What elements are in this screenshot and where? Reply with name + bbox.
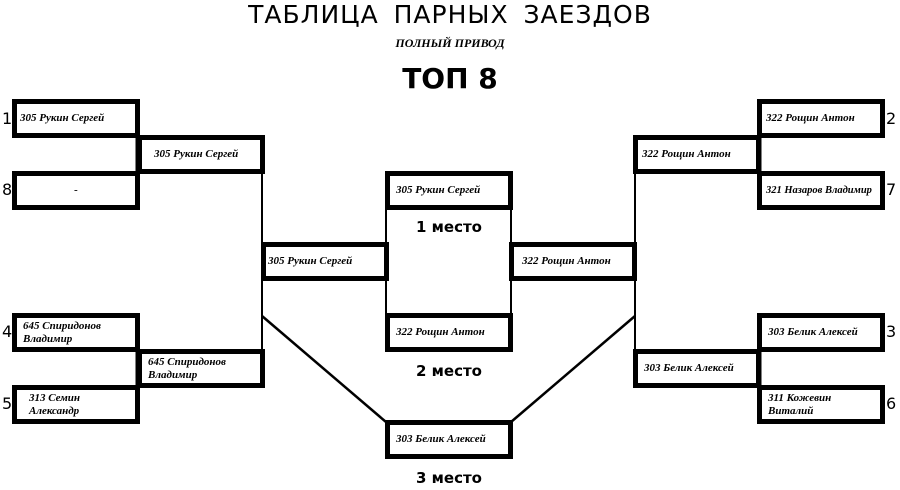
semifinal-box[interactable]: 322 Рощин Антон <box>509 242 637 281</box>
seed-number: 7 <box>886 180 897 199</box>
participant-name: 303 Белик Алексей <box>644 362 734 374</box>
participant-name: 322 Рощин Антон <box>522 255 611 267</box>
first-place-label: 1 место <box>416 218 482 236</box>
quarterfinal-box[interactable]: 305 Рукин Сергей <box>137 135 265 174</box>
participant-name: 322 Рощин Антон <box>396 326 485 338</box>
stage-heading: ТОП 8 <box>402 62 498 95</box>
participant-name: 311 Кожевин Виталий <box>768 391 832 417</box>
category-subtitle: ПОЛНЫЙ ПРИВОД <box>395 36 505 50</box>
first-place-box[interactable]: 305 Рукин Сергей <box>385 171 513 210</box>
connector <box>510 315 636 423</box>
participant-box[interactable]: - <box>12 171 140 210</box>
participant-name: 322 Рощин Антон <box>642 148 731 160</box>
seed-number: 8 <box>2 180 13 199</box>
participant-name: 303 Белик Алексей <box>396 433 486 445</box>
participant-name: 305 Рукин Сергей <box>268 255 353 267</box>
participant-name: 321 Назаров Владимир <box>766 185 872 196</box>
participant-name: 322 Рощин Антон <box>766 112 855 124</box>
seed-number: 2 <box>886 109 897 128</box>
participant-box[interactable]: 322 Рощин Антон <box>757 99 885 138</box>
participant-name: 305 Рукин Сергей <box>20 112 105 124</box>
participant-box[interactable]: 303 Белик Алексей <box>757 313 885 352</box>
quarterfinal-box[interactable]: 303 Белик Алексей <box>633 349 761 388</box>
participant-name: 645 Спиридонов Владимир <box>148 355 226 381</box>
participant-name: 305 Рукин Сергей <box>396 184 481 196</box>
third-place-label: 3 место <box>416 469 482 487</box>
seed-number: 1 <box>2 109 13 128</box>
seed-number: 5 <box>2 394 13 413</box>
participant-box[interactable]: 645 Спиридонов Владимир <box>12 313 140 352</box>
connector <box>261 315 387 423</box>
page-title: ТАБЛИЦА ПАРНЫХ ЗАЕЗДОВ <box>248 0 652 29</box>
third-place-box[interactable]: 303 Белик Алексей <box>385 420 513 459</box>
second-place-label: 2 место <box>416 362 482 380</box>
participant-name: 645 Спиридонов Владимир <box>23 319 101 345</box>
seed-number: 4 <box>2 322 13 341</box>
participant-name: 303 Белик Алексей <box>768 326 858 338</box>
quarterfinal-box[interactable]: 322 Рощин Антон <box>633 135 761 174</box>
participant-box[interactable]: 305 Рукин Сергей <box>12 99 140 138</box>
semifinal-box[interactable]: 305 Рукин Сергей <box>261 242 389 281</box>
second-place-box[interactable]: 322 Рощин Антон <box>385 313 513 352</box>
participant-name: 313 Семин Александр <box>29 391 81 417</box>
seed-number: 6 <box>886 394 897 413</box>
quarterfinal-box[interactable]: 645 Спиридонов Владимир <box>137 349 265 388</box>
participant-box[interactable]: 321 Назаров Владимир <box>757 171 885 210</box>
participant-name: - <box>74 184 78 196</box>
seed-number: 3 <box>886 322 897 341</box>
participant-box[interactable]: 311 Кожевин Виталий <box>757 385 885 424</box>
participant-name: 305 Рукин Сергей <box>154 148 239 160</box>
participant-box[interactable]: 313 Семин Александр <box>12 385 140 424</box>
